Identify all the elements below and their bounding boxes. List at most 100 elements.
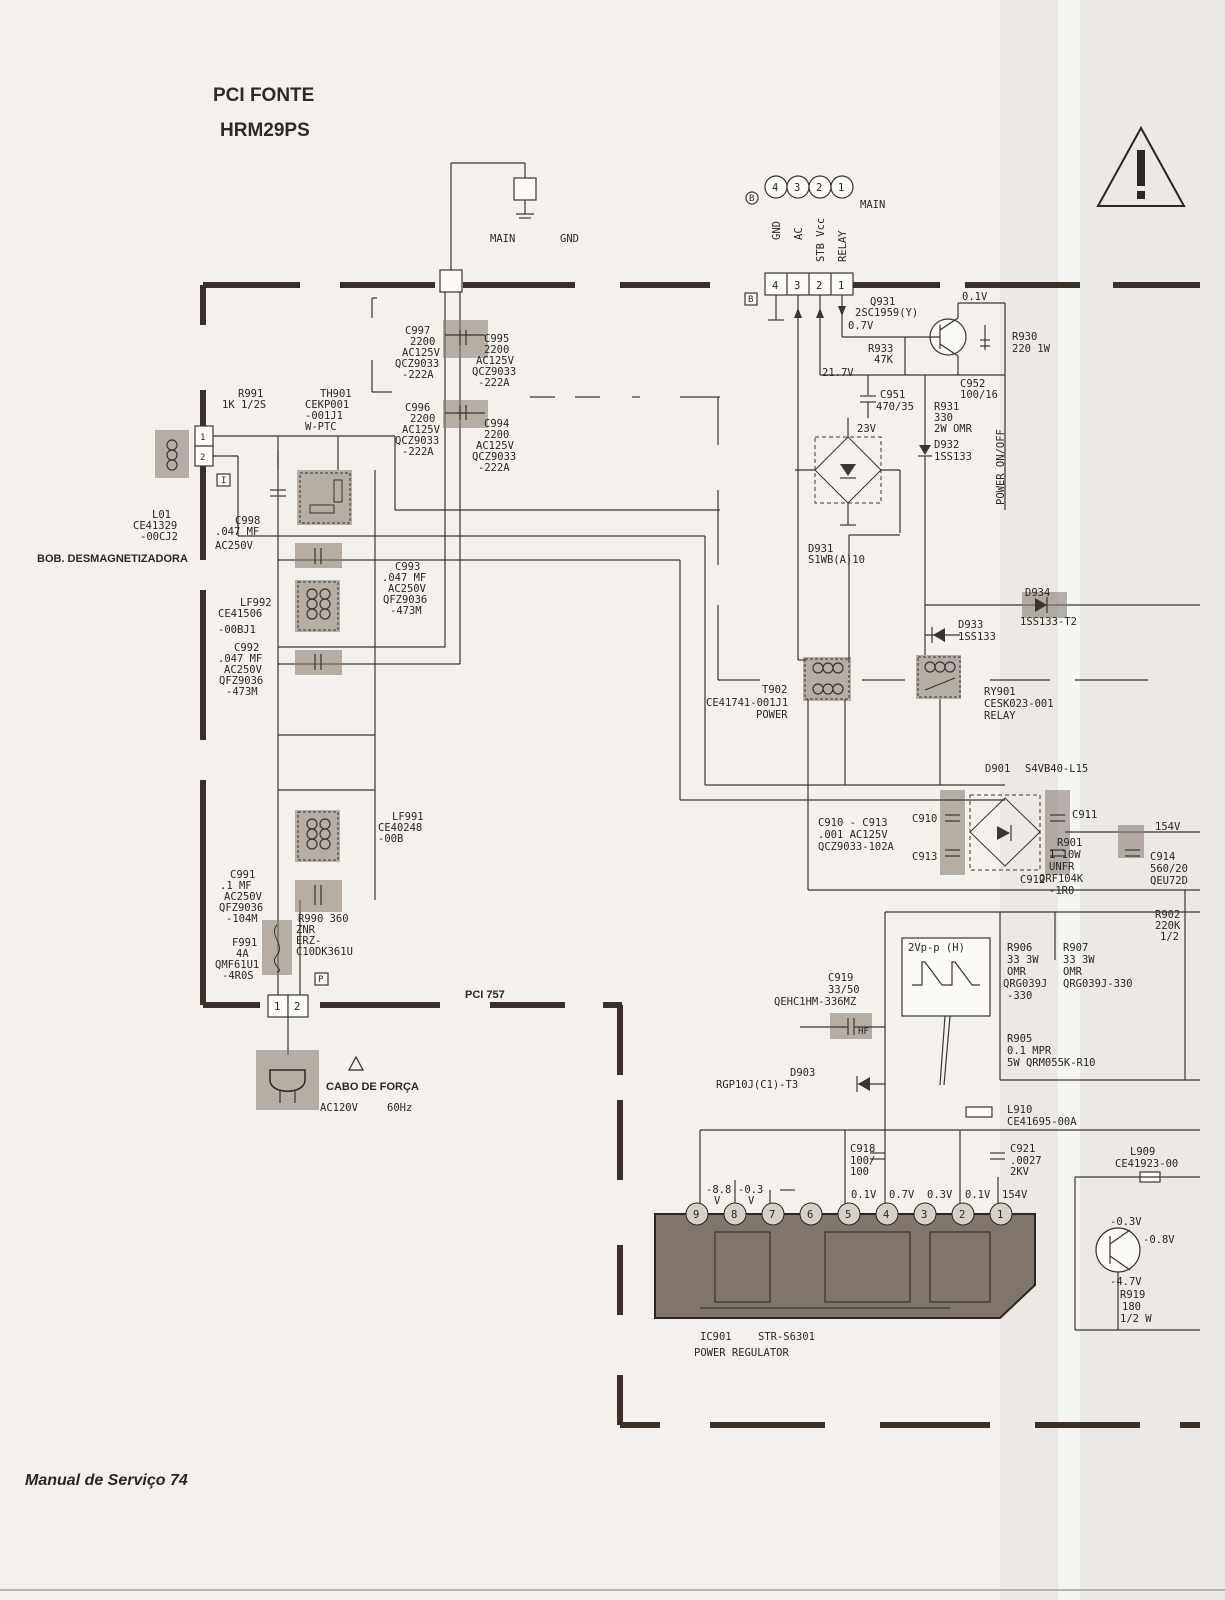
c994-part: QCZ9033	[472, 451, 516, 463]
f991-label: F991	[232, 937, 257, 949]
ic-pin-1: 1	[997, 1209, 1003, 1221]
conn-box-pin-4: 4	[772, 280, 778, 292]
c994-suffix: -222A	[478, 462, 510, 474]
c995-label: C995	[484, 333, 509, 345]
q931-transistor	[841, 302, 1006, 510]
c994-value: 2200	[484, 429, 509, 441]
th901-type: W-PTC	[305, 421, 337, 433]
th901-label: TH901	[320, 388, 352, 400]
board-border	[200, 282, 1200, 1428]
q931-label: Q931	[870, 296, 895, 308]
lf992-filter	[295, 580, 340, 632]
conn-box-pin-1: 1	[838, 280, 844, 292]
title-line1: PCI FONTE	[213, 85, 314, 106]
conn-label-gnd: GND	[771, 221, 783, 240]
c996-part: QCZ9033	[395, 435, 439, 447]
c993-label: C993	[395, 561, 420, 573]
c993-volt: AC250V	[388, 583, 427, 595]
c996-volt: AC125V	[402, 424, 441, 436]
c995-part: QCZ9033	[472, 366, 516, 378]
connector-b	[764, 175, 854, 296]
r930-label: R930	[1012, 331, 1037, 343]
c993-cap	[295, 543, 342, 568]
r901-type: UNFR	[1049, 861, 1075, 873]
title-line2: HRM29PS	[220, 120, 310, 141]
main-label: MAIN	[490, 233, 515, 245]
ic-v-pin9: -8.8	[706, 1184, 731, 1196]
c952-label: C952	[960, 378, 985, 390]
deg-pin-1: 1	[200, 433, 205, 443]
d931-part: S1WB(A)10	[808, 554, 865, 566]
v217-label: 21.7V	[822, 367, 854, 379]
c997-label: C997	[405, 325, 430, 337]
ic-v-pin2: 0.1V	[965, 1189, 991, 1201]
l910-part: CE41695-00A	[1007, 1116, 1077, 1128]
c952-value: 100/16	[960, 389, 998, 401]
c913-label: C913	[912, 851, 937, 863]
pci757-label: PCI 757	[465, 989, 505, 1001]
ic-pin-9: 9	[693, 1209, 699, 1221]
c921-label: C921	[1010, 1143, 1035, 1155]
r931-value: 330	[934, 412, 953, 424]
lf992-suffix: -00BJ1	[218, 624, 256, 636]
p-marker-label: P	[318, 975, 324, 985]
gnd-label: GND	[560, 233, 579, 245]
f991-fuse	[262, 920, 292, 975]
r990-suffix: C10DK361U	[296, 946, 353, 958]
lf991-part: CE40248	[378, 822, 422, 834]
c919-part: QEHC1HM-336MZ	[774, 996, 856, 1008]
ic-v-pin4: 0.7V	[889, 1189, 915, 1201]
plug-pin-2: 2	[294, 1001, 300, 1013]
c912-label: C912	[1020, 874, 1045, 886]
f991-suffix: -4R0S	[222, 970, 254, 982]
c919-label: C919	[828, 972, 853, 984]
inner-frame	[371, 297, 1148, 681]
c994-label: C994	[484, 418, 509, 430]
c993-suffix: -473M	[390, 605, 422, 617]
c992-suffix: -473M	[226, 686, 258, 698]
top-caps	[443, 320, 488, 428]
conn-box-pin-3: 3	[794, 280, 800, 292]
conn-circle-pin-2: 2	[816, 182, 822, 194]
ic-pin-8: 8	[731, 1209, 737, 1221]
r901-suffix: -1R0	[1049, 885, 1074, 897]
c910-label: C910	[912, 813, 937, 825]
ic-v-pin8: -0.3	[738, 1184, 763, 1196]
c994-volt: AC125V	[476, 440, 515, 452]
q-v-collector: -0.3V	[1110, 1216, 1142, 1228]
r991-value: 1K 1/2S	[222, 399, 266, 411]
ac-label: AC120V	[320, 1102, 359, 1114]
c996-value: 2200	[410, 413, 435, 425]
ic-v-pin9-unit: V	[714, 1195, 721, 1207]
r906-type: OMR	[1007, 966, 1027, 978]
r902-value: 220K	[1155, 920, 1181, 932]
c991-cap	[295, 880, 342, 912]
ic-pin-5: 5	[845, 1209, 851, 1221]
conn-circle-pin-3: 3	[794, 182, 800, 194]
ic-v-pin3: 0.3V	[927, 1189, 953, 1201]
r933-value: 47K	[874, 354, 894, 366]
plug-pin-1: 1	[274, 1001, 280, 1013]
conn-circle-pin-4: 4	[772, 182, 778, 194]
conn-label-relay: RELAY	[837, 230, 849, 262]
lower-right-wires	[700, 890, 1200, 1210]
c992-cap	[295, 650, 342, 675]
q931-part: 2SC1959(Y)	[855, 307, 918, 319]
q-bottom-transistor	[1074, 1177, 1200, 1331]
r919-value: 180	[1122, 1301, 1141, 1313]
conn-label-stb: STB Vcc	[815, 218, 827, 262]
c991-value: .1 MF	[220, 880, 252, 892]
r990-type: ZNR	[296, 924, 316, 936]
c998-label: C998	[235, 515, 260, 527]
top-connector	[439, 162, 537, 293]
c992-volt: AC250V	[224, 664, 263, 676]
i-marker	[216, 473, 231, 487]
bob-label: BOB. DESMAGNETIZADORA	[37, 553, 188, 565]
main-bridge	[807, 790, 1200, 891]
c996-suffix: -222A	[402, 446, 434, 458]
d934-label: D934	[1025, 587, 1050, 599]
lf991-label: LF991	[392, 811, 424, 823]
c991-part: QFZ9036	[219, 902, 263, 914]
c921-value: .0027	[1010, 1155, 1042, 1167]
